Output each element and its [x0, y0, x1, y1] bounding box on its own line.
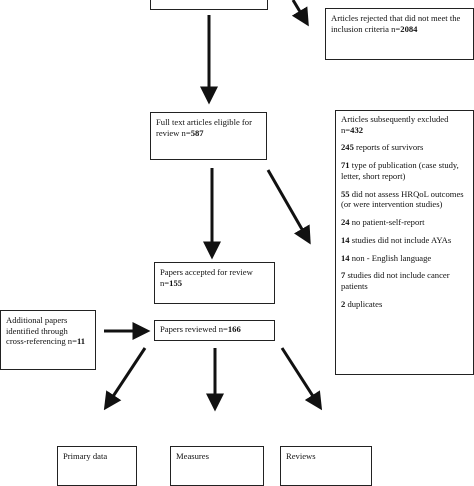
primary-data-box: Primary data: [57, 446, 137, 486]
excluded-count: 432: [350, 124, 364, 135]
excluded-heading: Articles subsequently excluded n=: [341, 114, 449, 135]
reviewed-text: Papers reviewed n=: [160, 324, 228, 334]
excluded-item: 7 studies did not include cancer patient…: [341, 270, 450, 292]
excluded-box: Articles subsequently excluded n=432 245…: [335, 110, 474, 375]
excluded-item: 245 reports of survivors: [341, 142, 424, 153]
additional-text: Additional papers identified through cro…: [6, 315, 77, 347]
reviewed-count: 166: [227, 324, 241, 334]
flow-arrows: [103, 0, 323, 412]
primary-data-label: Primary data: [63, 451, 108, 461]
rejected-count: 2084: [400, 23, 418, 34]
excluded-item: 24 no patient-self-report: [341, 217, 425, 228]
fulltext-count: 587: [190, 127, 204, 138]
excluded-item: 14 non - English language: [341, 252, 432, 263]
arrow-to-reviews: [280, 347, 323, 411]
accepted-count: 155: [169, 277, 183, 288]
excluded-item: 71 type of publication (case study, lett…: [341, 160, 459, 181]
accepted-text: Papers accepted for review n=: [160, 267, 253, 288]
excluded-item: 55 did not assess HRQoL outcomes (or wer…: [341, 188, 464, 210]
search-results-box: [150, 0, 268, 10]
arrow-to-primary: [103, 347, 147, 411]
reviews-box: Reviews: [280, 446, 372, 486]
measures-label: Measures: [176, 451, 209, 461]
additional-count: 11: [76, 336, 86, 347]
fulltext-box: Full text articles eligible for review n…: [150, 112, 267, 160]
excluded-item: 2 duplicates: [341, 298, 383, 309]
measures-box: Measures: [170, 446, 264, 486]
rejected-box: Articles rejected that did not meet the …: [325, 8, 474, 60]
accepted-box: Papers accepted for review n=155: [154, 262, 275, 304]
excluded-item: 14 studies did not include AYAs: [341, 234, 452, 245]
reviews-label: Reviews: [286, 451, 316, 461]
fulltext-text: Full text articles eligible for review n…: [156, 117, 252, 138]
arrow-to-rejected: [291, 0, 309, 27]
rejected-text: Articles rejected that did not meet the …: [331, 13, 461, 34]
reviewed-box: Papers reviewed n=166: [154, 320, 275, 341]
additional-box: Additional papers identified through cro…: [0, 310, 96, 370]
arrow-to-excluded: [266, 169, 311, 245]
